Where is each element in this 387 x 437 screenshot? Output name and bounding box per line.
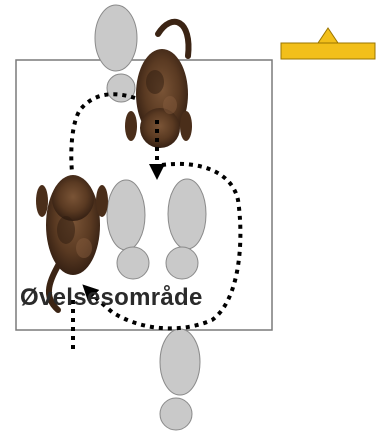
person-icon — [106, 179, 150, 280]
area-label: Øvelsesområde — [20, 284, 203, 311]
person-icon — [165, 178, 207, 280]
dog-icon — [125, 18, 192, 148]
path-arrow-icon — [82, 161, 243, 331]
practice-area-border — [15, 59, 273, 331]
path-arrow-icon — [69, 92, 136, 173]
person-icon — [159, 328, 201, 431]
person-icon — [94, 4, 138, 103]
direction-marker-icon — [280, 27, 376, 60]
dog-icon — [36, 175, 108, 313]
